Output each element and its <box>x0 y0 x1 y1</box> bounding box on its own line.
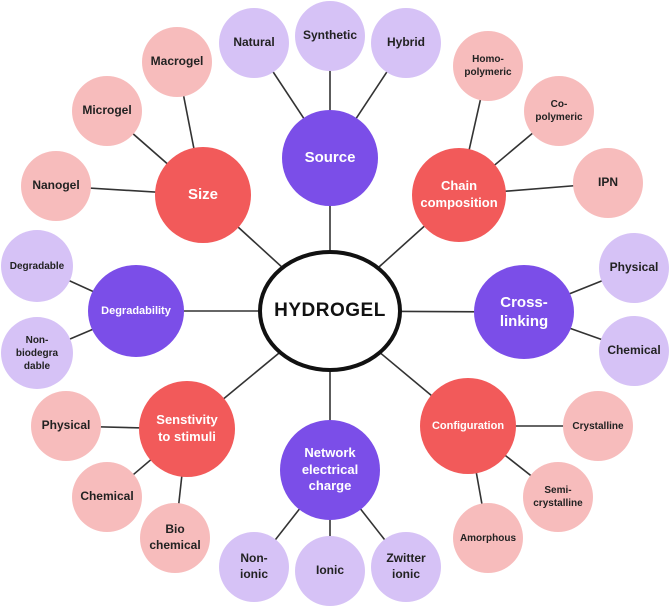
category-source: Source <box>282 110 378 206</box>
leaf-size-microgel: Microgel <box>72 76 142 146</box>
leaf-crosslinking-chemical: Chemical <box>599 316 669 386</box>
leaf-crosslinking-physical: Physical <box>599 233 669 303</box>
category-chain-composition: Chain composition <box>412 148 506 242</box>
category-degradability: Degradability <box>88 265 184 357</box>
category-label: Chain composition <box>420 178 498 210</box>
category-network-electrical-charge: Network electrical charge <box>280 420 380 520</box>
leaf-network-ionic: Ionic <box>295 536 365 606</box>
category-cross-linking: Cross- linking <box>474 265 574 359</box>
leaf-stimuli-physical: Physical <box>31 391 101 461</box>
leaf-network-non-ionic: Non- ionic <box>219 532 289 602</box>
leaf-configuration-amorphous: Amorphous <box>453 503 523 573</box>
leaf-source-natural: Natural <box>219 8 289 78</box>
leaf-source-synthetic: Synthetic <box>295 1 365 71</box>
leaf-size-macrogel: Macrogel <box>142 27 212 97</box>
center-node-hydrogel: HYDROGEL <box>258 250 402 372</box>
leaf-configuration-semi-crystalline: Semi- crystalline <box>523 462 593 532</box>
category-label: Configuration <box>431 419 505 432</box>
category-configuration: Configuration <box>420 378 516 474</box>
category-label: Size <box>187 186 218 204</box>
category-size: Size <box>155 147 251 243</box>
category-label: Senstivity to stimuli <box>156 412 218 444</box>
category-label: Cross- linking <box>499 293 549 331</box>
leaf-chain-co-polymeric: Co- polymeric <box>524 76 594 146</box>
leaf-source-hybrid: Hybrid <box>371 8 441 78</box>
leaf-stimuli-chemical: Chemical <box>72 462 142 532</box>
leaf-chain-ipn: IPN <box>573 148 643 218</box>
center-label: HYDROGEL <box>274 299 386 321</box>
leaf-configuration-crystalline: Crystalline <box>563 391 633 461</box>
leaf-stimuli-bio-chemical: Bio chemical <box>140 503 210 573</box>
category-senstivity-to-stimuli: Senstivity to stimuli <box>139 381 235 477</box>
leaf-degradability-non-biodegradable: Non- biodegra dable <box>1 317 73 389</box>
category-label: Source <box>304 149 356 167</box>
category-label: Network electrical charge <box>301 444 359 494</box>
leaf-size-nanogel: Nanogel <box>21 151 91 221</box>
category-label: Degradability <box>101 304 171 317</box>
leaf-network-zwitter-ionic: Zwitter ionic <box>371 532 441 602</box>
leaf-chain-homo-polymeric: Homo- polymeric <box>453 31 523 101</box>
leaf-degradability-degradable: Degradable <box>1 230 73 302</box>
